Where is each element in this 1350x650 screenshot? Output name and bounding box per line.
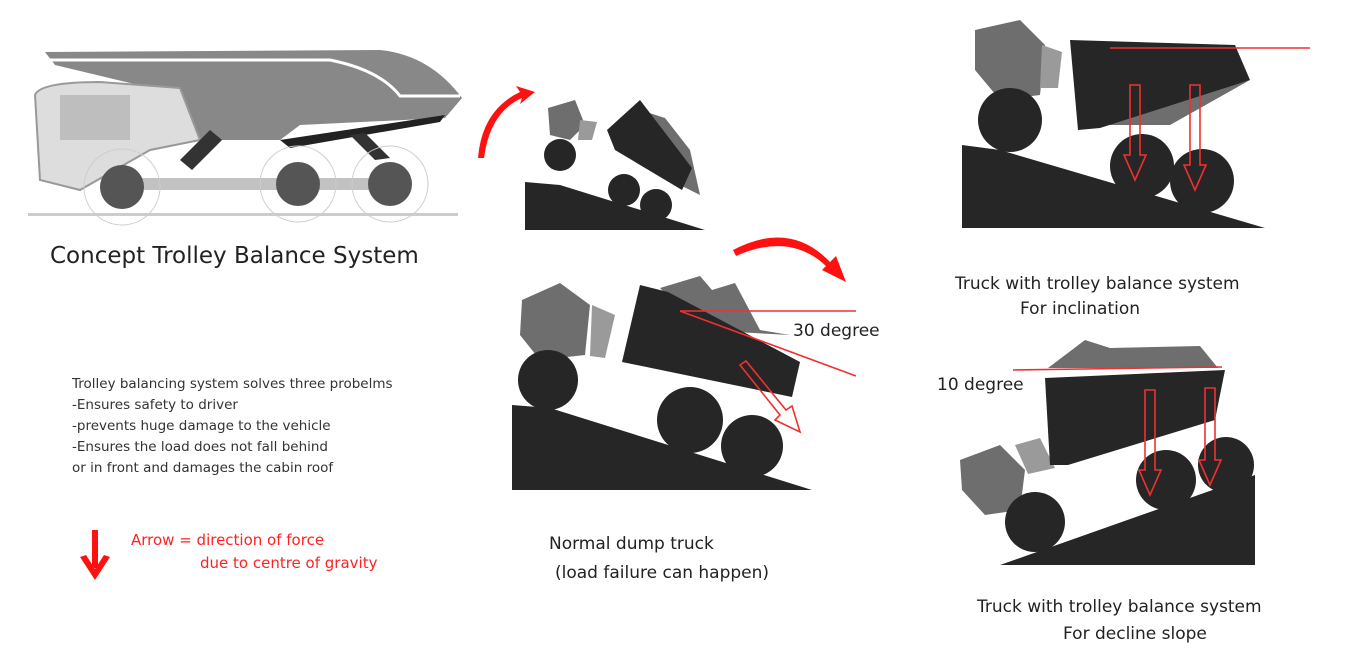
inclination-caption-2: For inclination: [1020, 299, 1140, 319]
normal-caption-1: Normal dump truck: [549, 534, 714, 554]
concept-title: Concept Trolley Balance System: [50, 243, 419, 269]
legend-line-1: Arrow = direction of force: [131, 531, 324, 549]
decline-caption-2: For decline slope: [1063, 624, 1207, 644]
description-line: or in front and damages the cabin roof: [72, 460, 334, 476]
normal-angle-label: 30 degree: [793, 321, 880, 341]
decline-truck: [960, 340, 1255, 565]
inclination-caption-1: Truck with trolley balance system: [954, 274, 1240, 294]
decline-angle-label: 10 degree: [937, 375, 1024, 395]
decline-caption-1: Truck with trolley balance system: [976, 597, 1262, 617]
description-line: -Ensures safety to driver: [72, 397, 238, 413]
inclination-truck: [962, 20, 1310, 228]
normal-dump-truck: [512, 276, 857, 490]
small-dump-truck: [525, 100, 705, 230]
curved-arrow-icon: [733, 237, 846, 282]
concept-description: Trolley balancing system solves three pr…: [71, 376, 393, 476]
red-down-arrow-icon: [80, 530, 110, 580]
description-line: -prevents huge damage to the vehicle: [72, 418, 331, 434]
concept-truck-illustration: [28, 50, 462, 226]
description-line: Trolley balancing system solves three pr…: [71, 376, 393, 392]
normal-caption-2: (load failure can happen): [555, 563, 769, 583]
curved-arrow-icon: [478, 86, 535, 158]
description-line: -Ensures the load does not fall behind: [72, 439, 328, 455]
legend-line-2: due to centre of gravity: [200, 554, 378, 572]
